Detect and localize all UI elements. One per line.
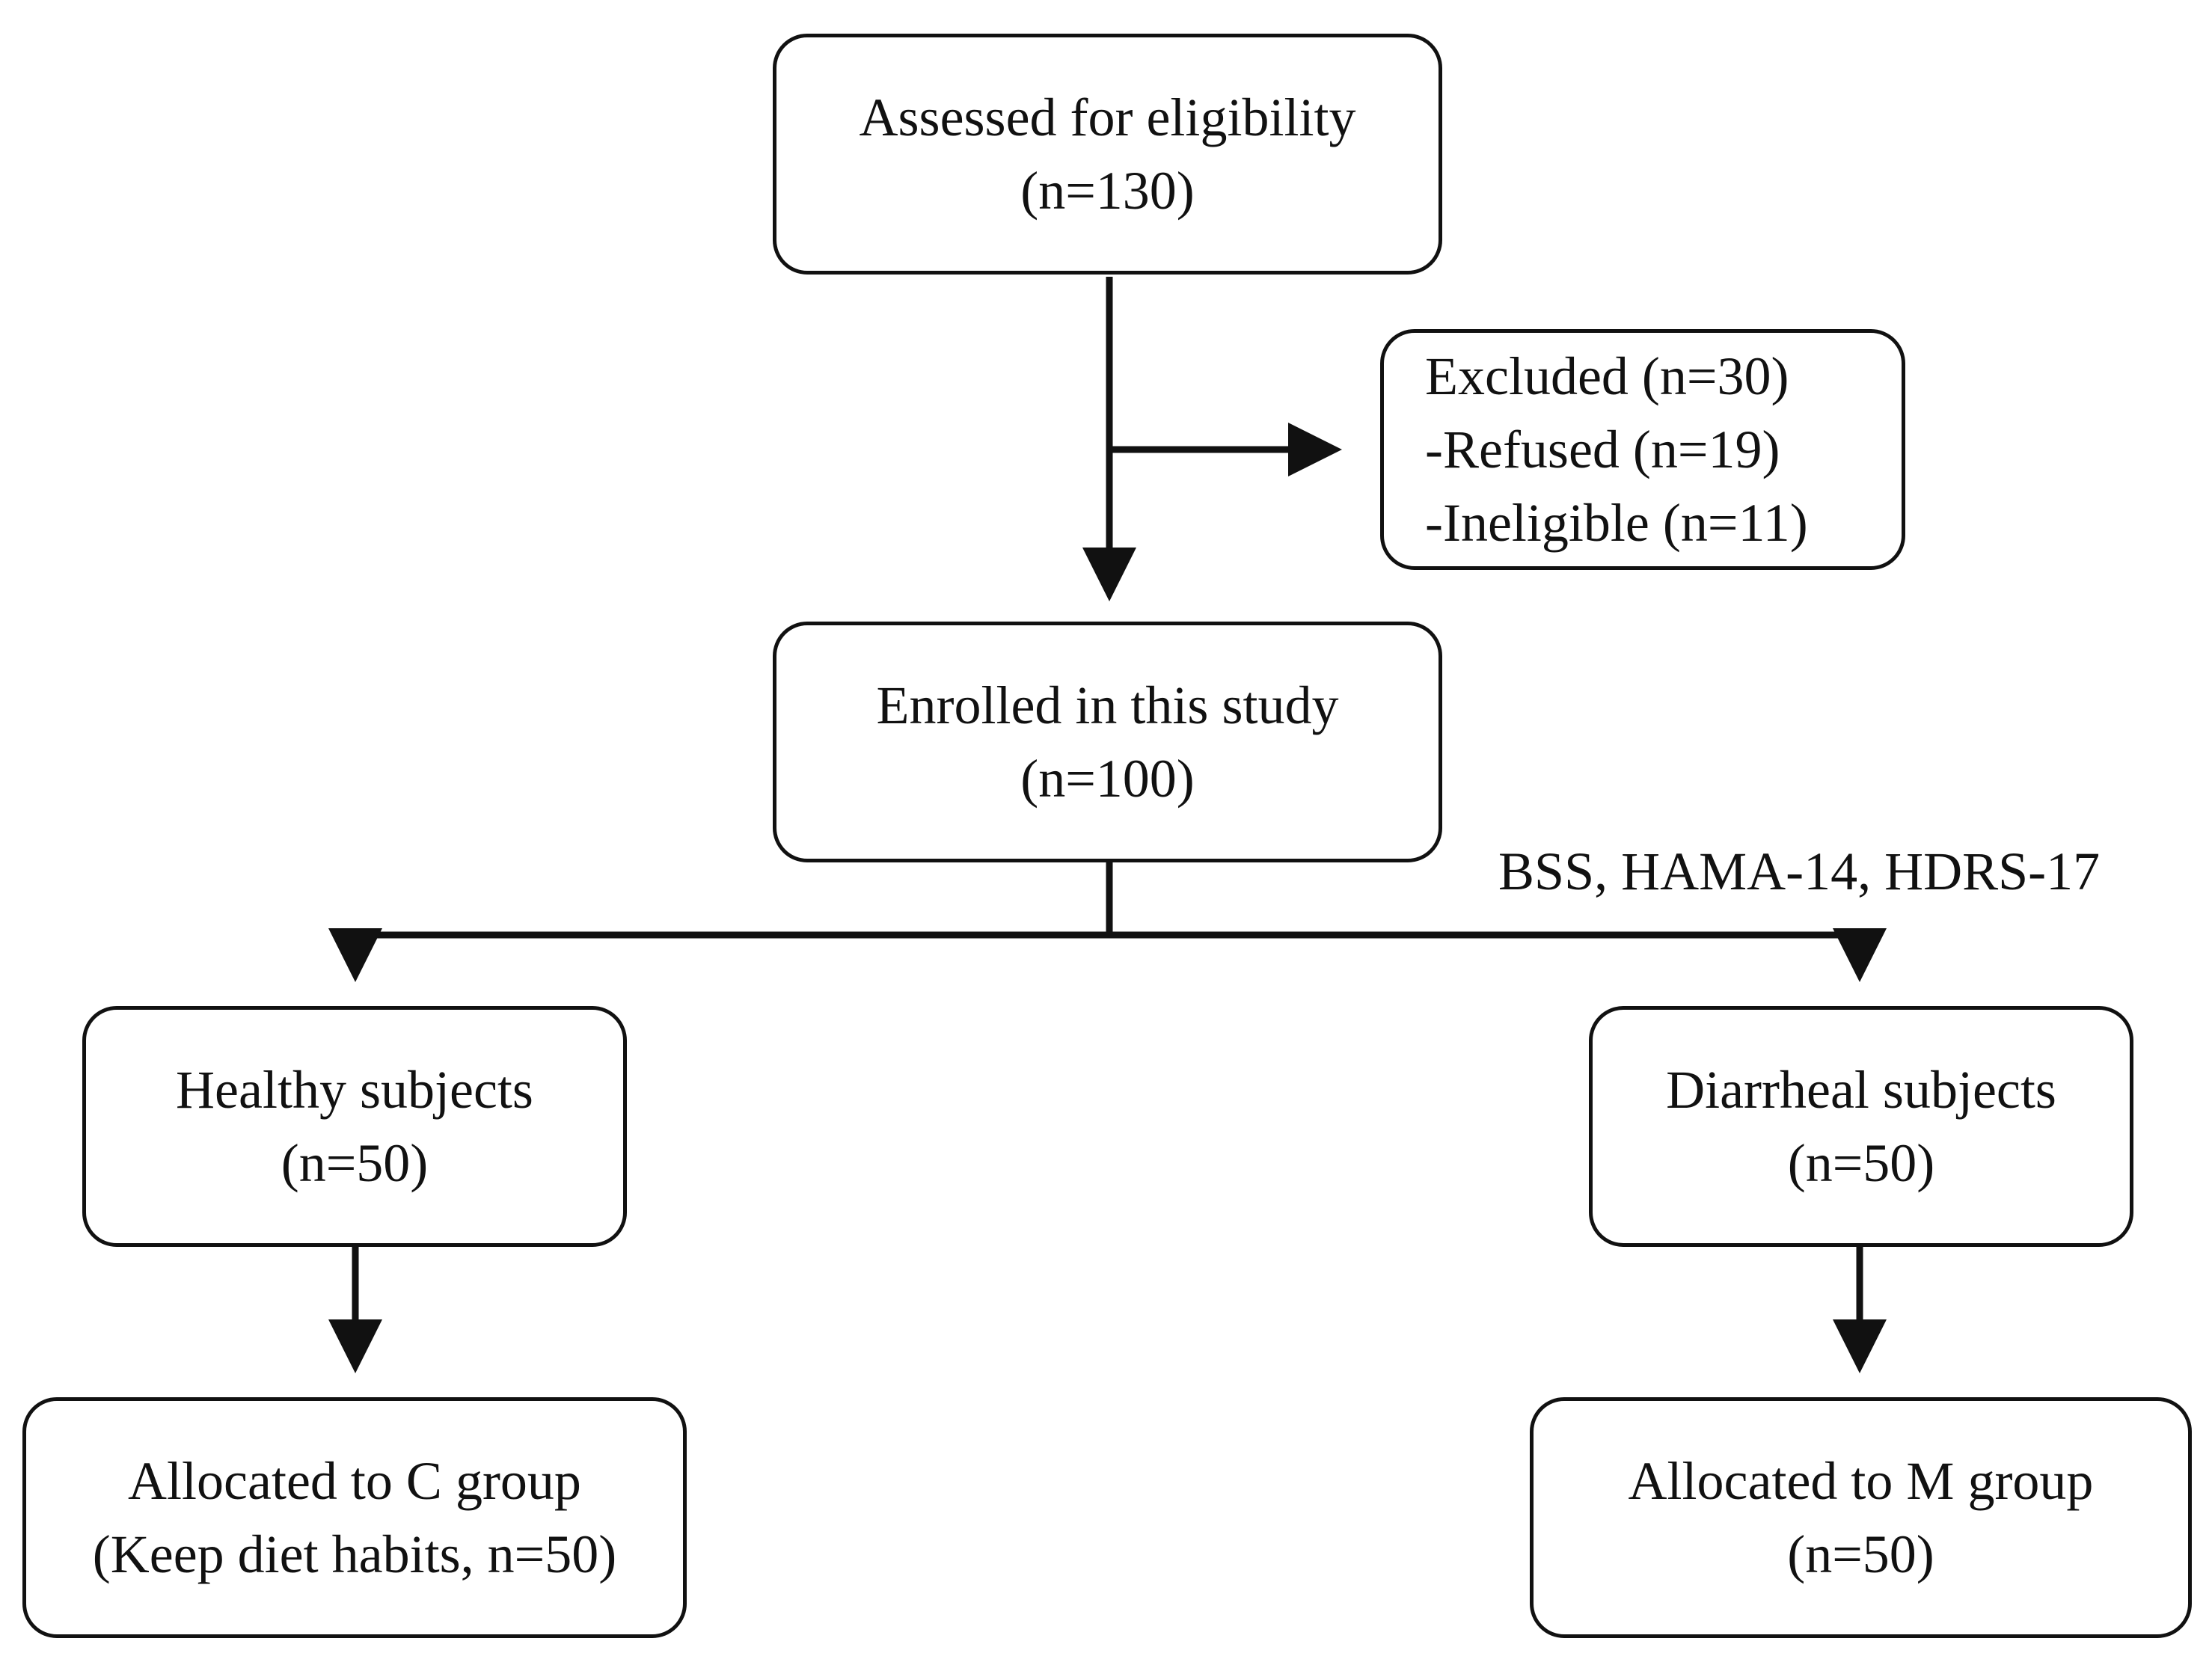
assessed-count: (n=130) (1020, 161, 1195, 221)
assessed-box: Assessed for eligibility (n=130) (773, 34, 1442, 275)
enrolled-title: Enrolled in this study (876, 675, 1339, 735)
enrolled-box: Enrolled in this study (n=100) (773, 622, 1442, 862)
assessment-scales-label: BSS, HAMA-14, HDRS-17 (1498, 841, 2101, 901)
healthy-count: (n=50) (281, 1133, 429, 1193)
enrolled-count: (n=100) (1020, 749, 1195, 809)
group-m-count: (n=50) (1787, 1524, 1934, 1584)
group-m-title: Allocated to M group (1628, 1451, 2094, 1511)
group-c-title: Allocated to C group (128, 1451, 581, 1511)
excluded-refused: -Refused (n=19) (1425, 420, 1780, 479)
group-m-box: Allocated to M group (n=50) (1530, 1397, 2192, 1638)
assessed-title: Assessed for eligibility (859, 88, 1356, 147)
excluded-total: Excluded (n=30) (1425, 346, 1789, 406)
excluded-box: Excluded (n=30) -Refused (n=19) -Ineligi… (1380, 329, 1905, 570)
healthy-box: Healthy subjects (n=50) (82, 1006, 627, 1247)
diarrheal-title: Diarrheal subjects (1666, 1060, 2056, 1120)
group-c-box: Allocated to C group (Keep diet habits, … (22, 1397, 687, 1638)
diarrheal-count: (n=50) (1787, 1133, 1935, 1193)
group-c-detail: (Keep diet habits, n=50) (92, 1524, 617, 1584)
excluded-ineligible: -Ineligible (n=11) (1425, 493, 1808, 553)
diarrheal-box: Diarrheal subjects (n=50) (1589, 1006, 2133, 1247)
healthy-title: Healthy subjects (176, 1060, 533, 1120)
